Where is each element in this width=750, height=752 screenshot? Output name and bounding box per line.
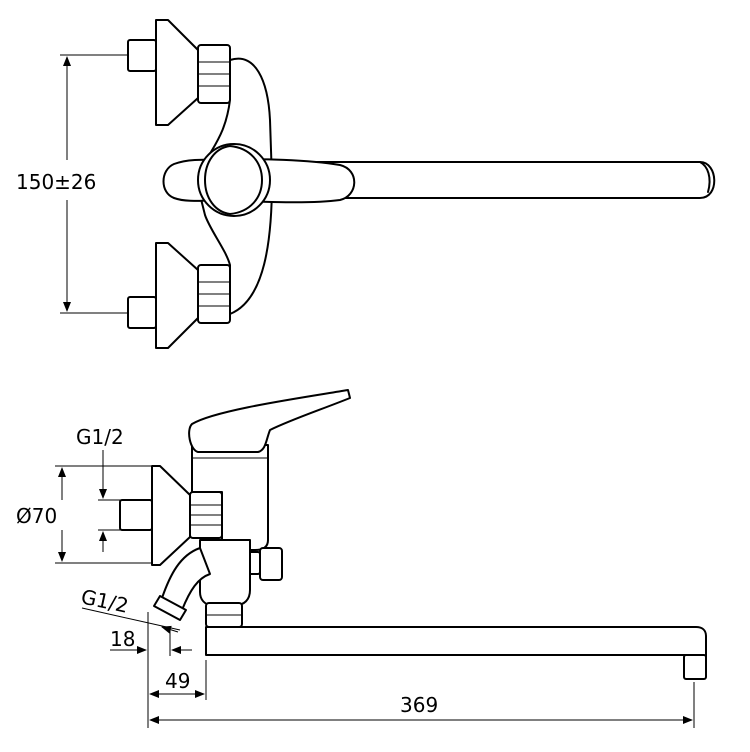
offset-49-label: 49 <box>165 669 190 693</box>
spout-side <box>205 626 707 661</box>
inlet-thread-label: G1/2 <box>76 425 124 449</box>
lower-inlet-fitting <box>127 242 231 349</box>
side-view: G1/2 Ø70 <box>16 389 707 728</box>
wall-flange-side <box>151 465 191 566</box>
dimension-offset-49: 49 <box>149 660 207 700</box>
upper-inlet-fitting <box>127 19 231 126</box>
spout-length-label: 369 <box>400 693 438 717</box>
dimension-inlet-spacing: 150±26 <box>16 54 135 314</box>
diverter-knob <box>259 547 283 581</box>
flange-diameter-label: Ø70 <box>16 504 57 528</box>
inlet-spacing-label: 150±26 <box>16 170 96 194</box>
lever-handle-side <box>188 389 351 453</box>
dimension-flange-diameter: Ø70 <box>16 465 155 564</box>
dimension-offset-18: 18 <box>110 612 192 728</box>
dimension-spout-length: 369 <box>149 682 695 728</box>
offset-18-label: 18 <box>110 627 135 651</box>
top-view: 150±26 <box>16 19 716 349</box>
